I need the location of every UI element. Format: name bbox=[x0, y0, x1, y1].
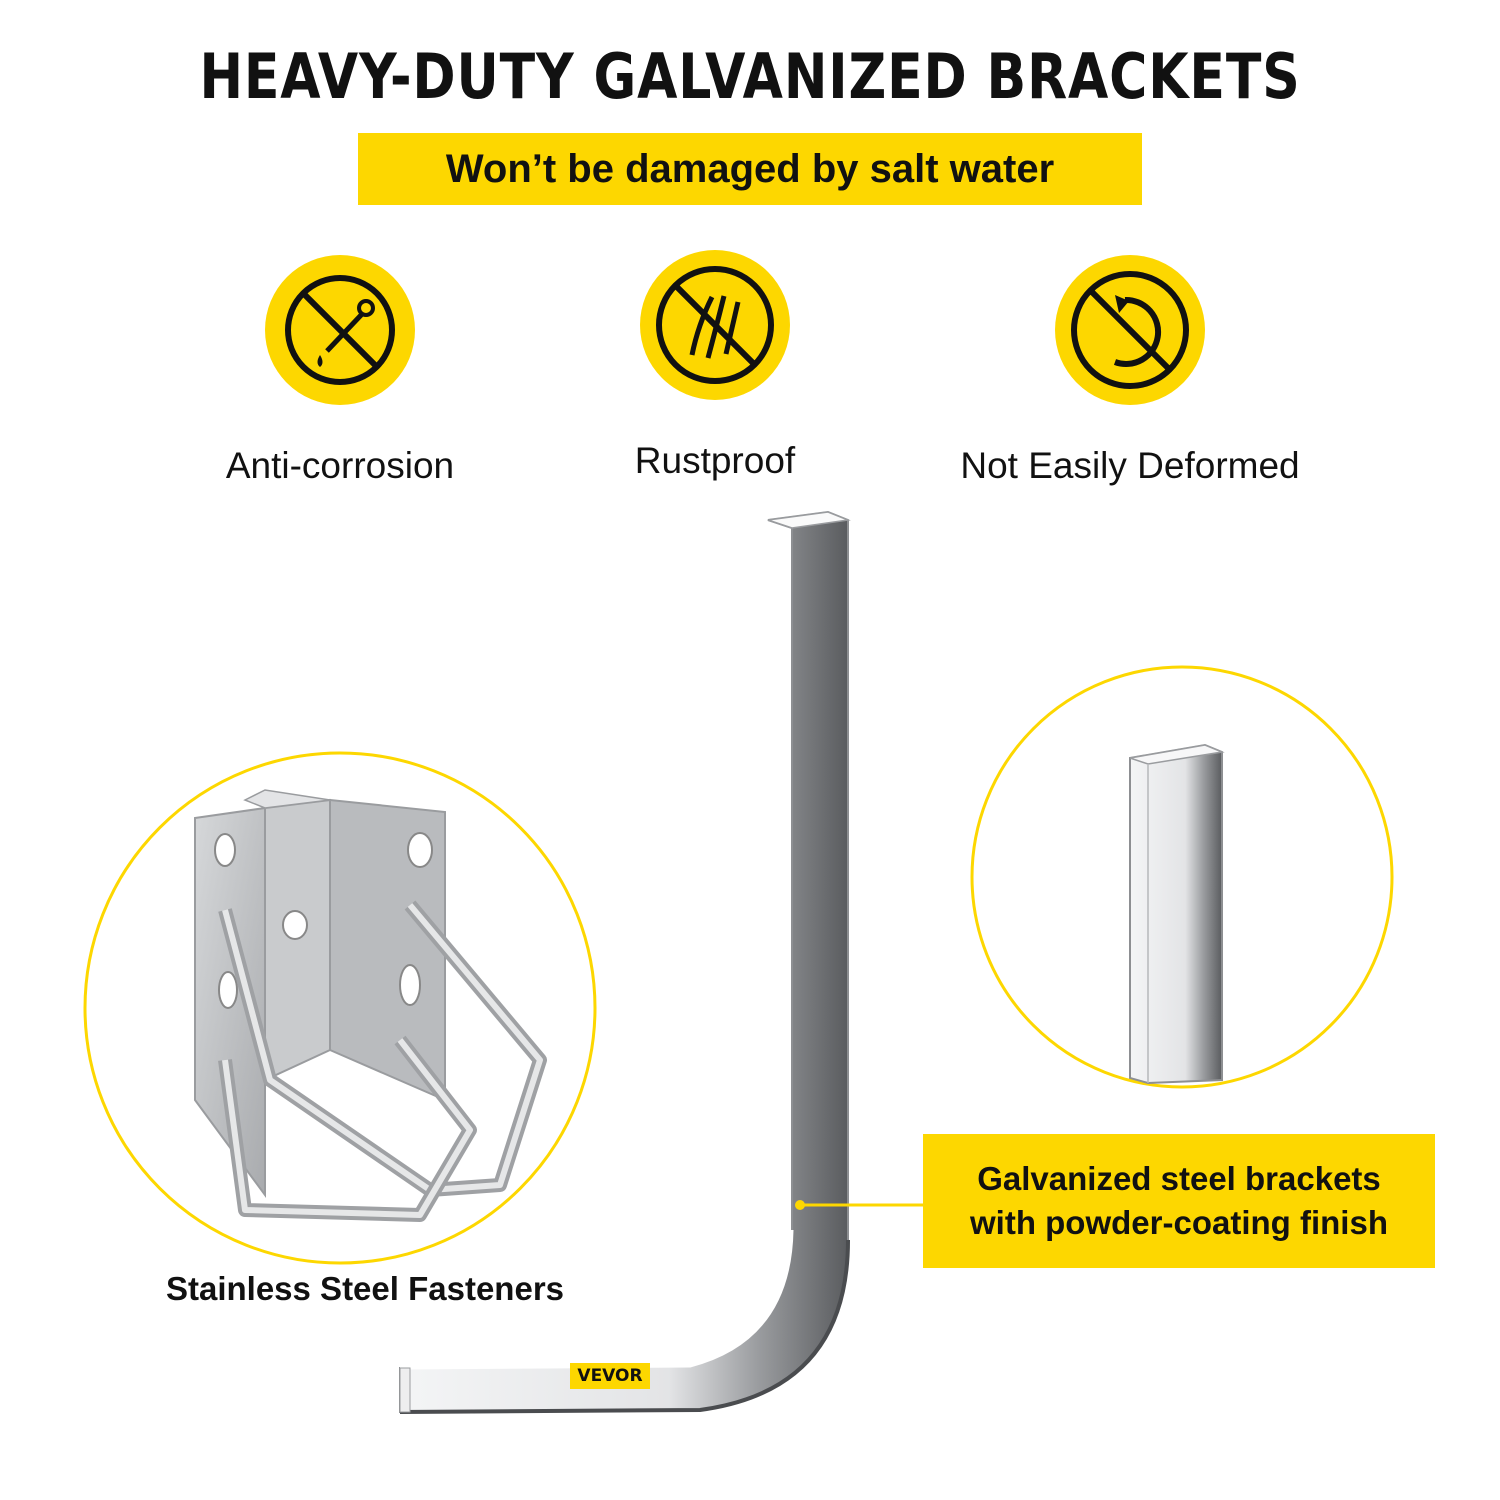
finish-line-1: Galvanized steel brackets bbox=[977, 1160, 1381, 1197]
no-rust-icon bbox=[640, 250, 790, 400]
feature-rustproof: Rustproof bbox=[505, 250, 925, 482]
page-title: HEAVY-DUTY GALVANIZED BRACKETS bbox=[199, 40, 1301, 113]
finish-callout: Galvanized steel brackets with powder-co… bbox=[923, 1134, 1435, 1268]
feature-label: Rustproof bbox=[634, 440, 796, 481]
vevor-logo-text: VEVOR bbox=[577, 1366, 643, 1386]
subtitle-text: Won’t be damaged by salt water bbox=[445, 146, 1055, 191]
subtitle-banner: Won’t be damaged by salt water bbox=[358, 133, 1142, 205]
feature-not-easily-deformed: Not Easily Deformed bbox=[920, 255, 1340, 487]
finish-line-2: with powder-coating finish bbox=[970, 1204, 1388, 1241]
no-deform-icon bbox=[1055, 255, 1205, 405]
feature-anti-corrosion: Anti-corrosion bbox=[130, 255, 550, 487]
fasteners-label: Stainless Steel Fasteners bbox=[165, 1270, 565, 1307]
tube-detail-circle bbox=[970, 665, 1394, 1089]
fasteners-detail-circle bbox=[83, 751, 597, 1265]
vevor-logo bbox=[570, 1363, 650, 1389]
l-bracket bbox=[399, 510, 851, 1414]
feature-label: Anti-corrosion bbox=[225, 445, 455, 486]
no-corrosion-icon bbox=[265, 255, 415, 405]
feature-label: Not Easily Deformed bbox=[960, 445, 1300, 486]
